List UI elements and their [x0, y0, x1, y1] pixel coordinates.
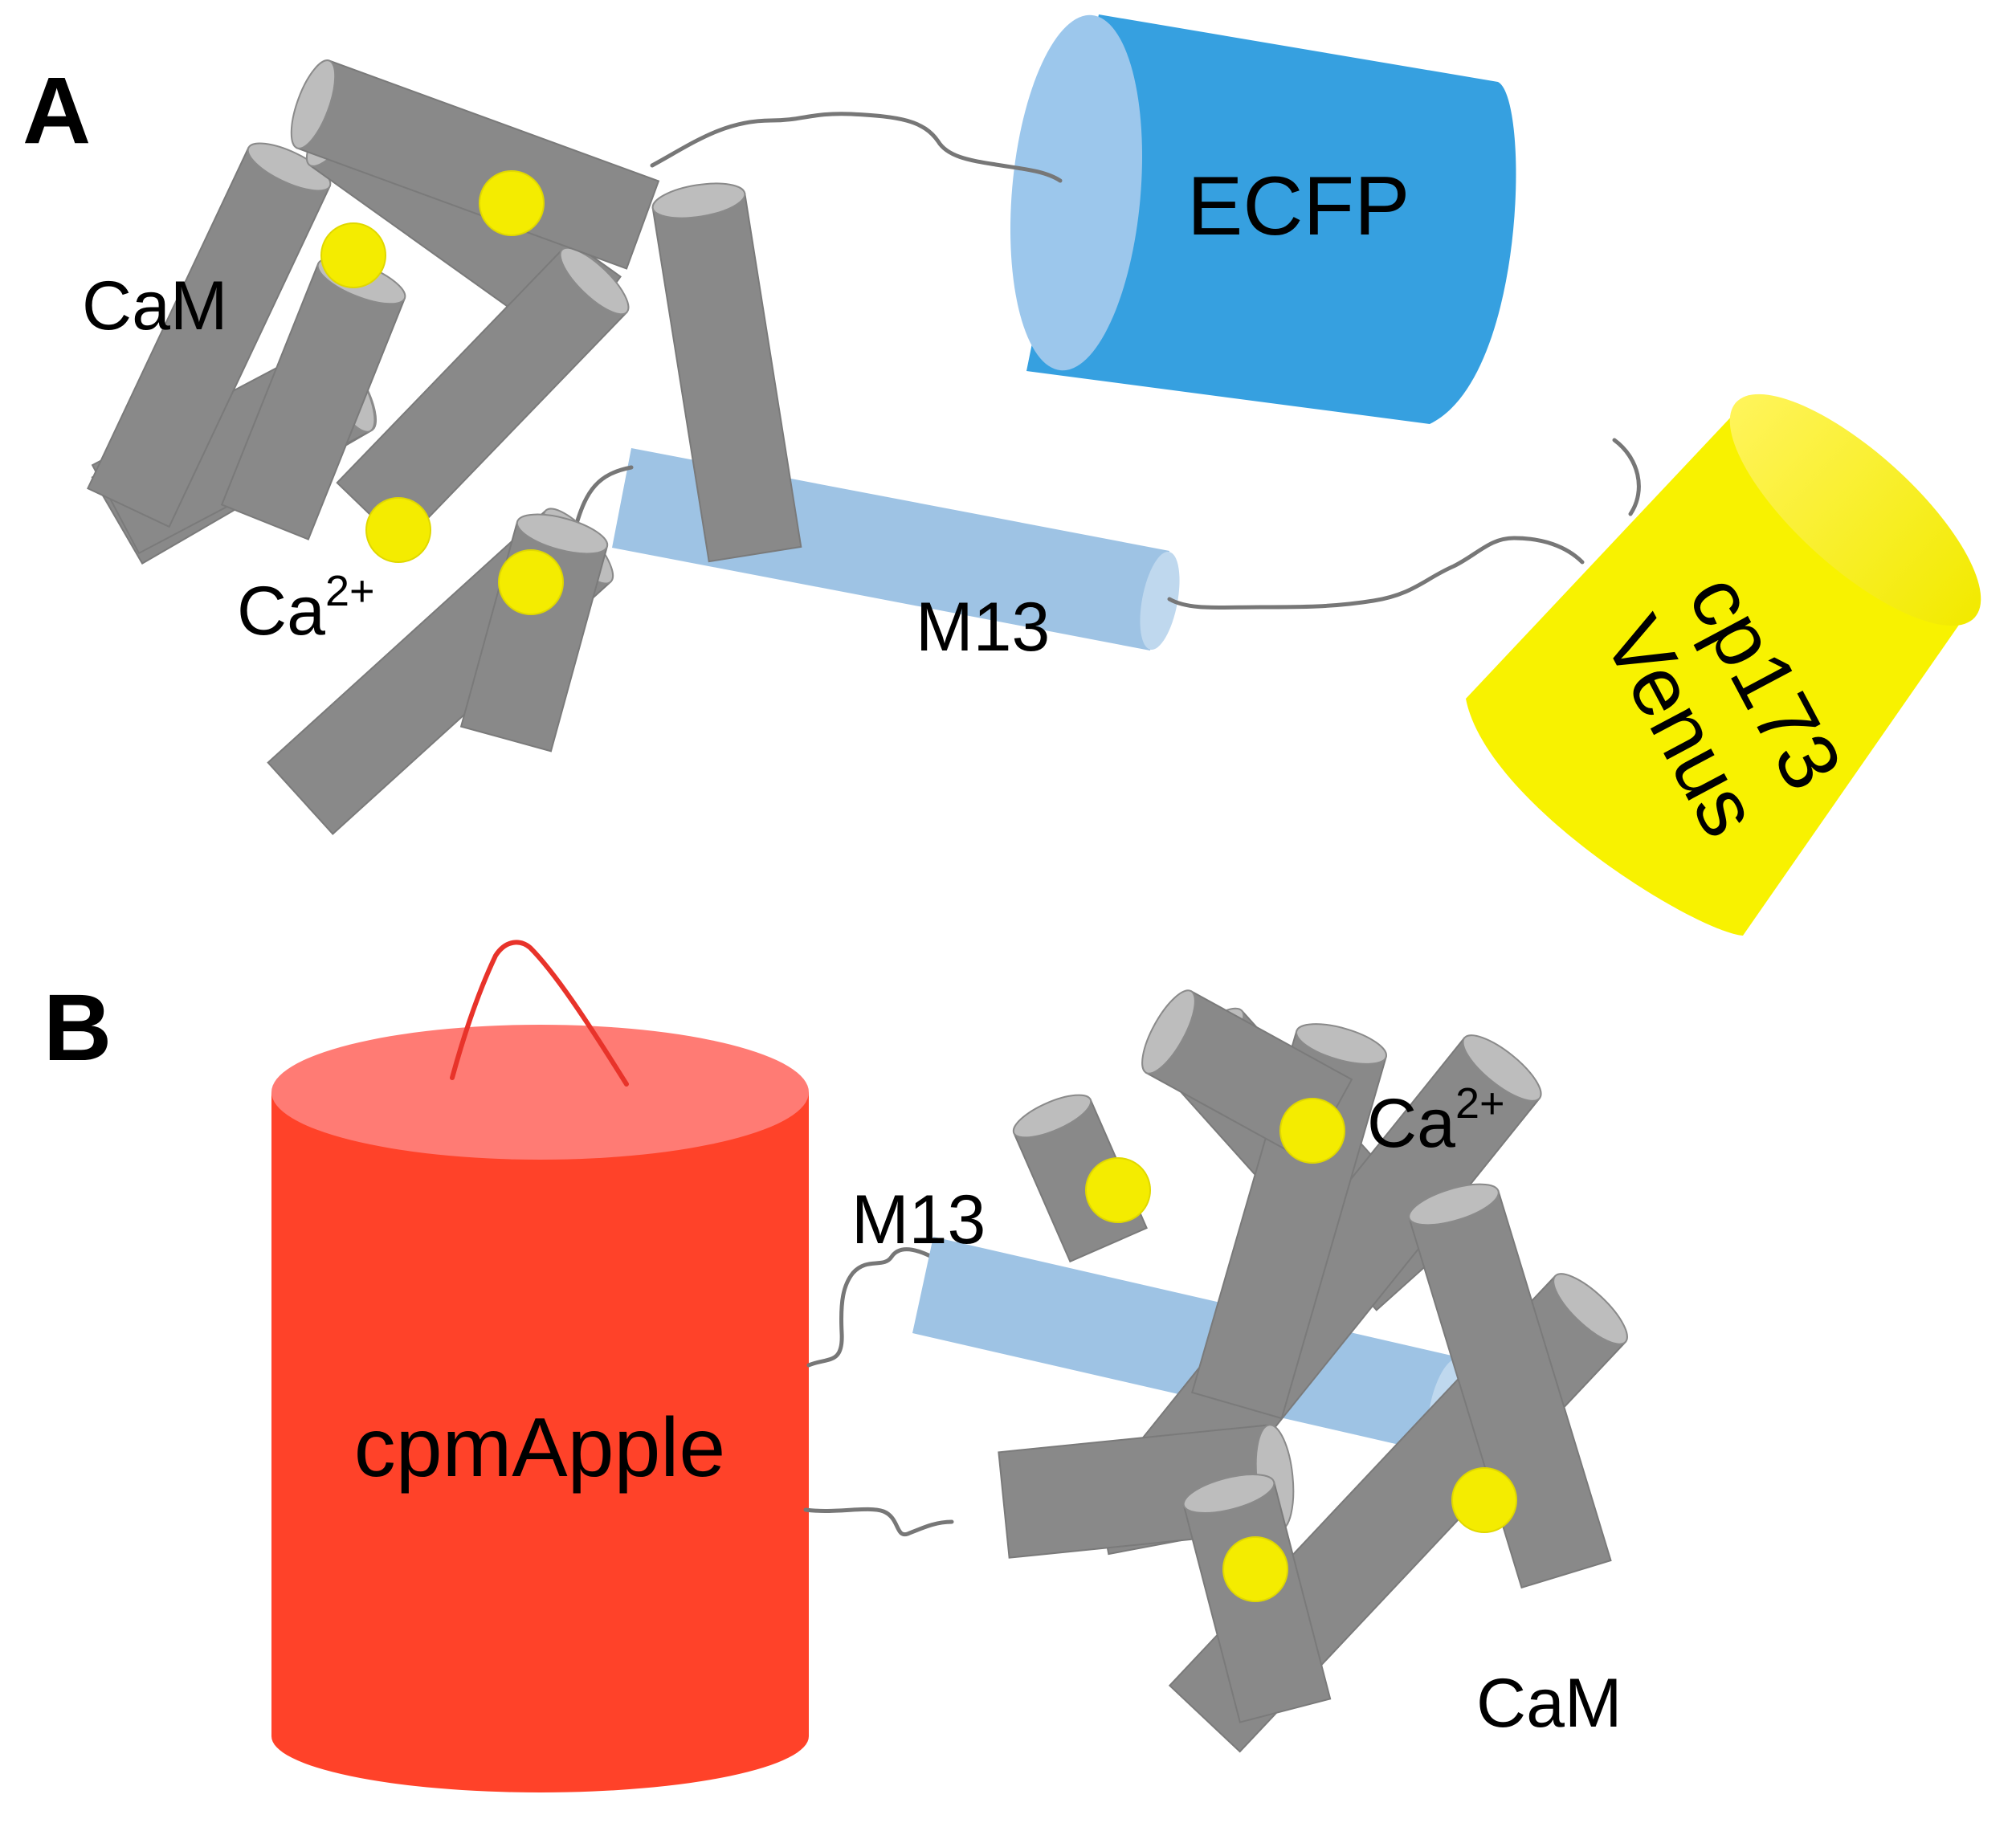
ca-ion-b-4	[1222, 1536, 1288, 1602]
m13-a-cap	[1140, 551, 1180, 650]
ca-b-label: Ca2+	[1367, 1079, 1505, 1162]
cam-a-label: CaM	[82, 267, 228, 345]
cam-a-helix-6-cap	[559, 247, 630, 316]
linker-fp-cam	[803, 1507, 954, 1537]
cam-b-helix-10	[1182, 1473, 1332, 1723]
linker-cam-m13-a	[573, 465, 634, 528]
ecfp-body	[1026, 14, 1516, 424]
ca-a-sup: 2+	[325, 567, 375, 615]
cpmapple-body	[271, 1092, 809, 1792]
cam-a	[87, 59, 802, 835]
panel-a: A ECFP cp173 Venus CaM Ca2+ M	[22, 14, 1981, 936]
cam-a-helix-8-cap	[651, 182, 746, 219]
cam-a-helix-7-cap	[290, 59, 337, 149]
cpmapple-barrel: cpmApple	[271, 940, 809, 1792]
venus-face	[1729, 394, 1981, 626]
m13-a-label: M13	[916, 589, 1050, 666]
ca-ion-b-3	[1451, 1467, 1517, 1533]
venus-barrel: cp173 Venus	[1466, 394, 1981, 936]
ca-a-label: Ca2+	[237, 567, 375, 650]
cam-b-label: CaM	[1476, 1665, 1622, 1742]
cam-b-helix-8-cap	[1408, 1183, 1500, 1226]
ca-b-base: Ca	[1367, 1085, 1455, 1162]
linker-fp-m13	[806, 1247, 934, 1368]
cam-b-helix-6-cap	[1553, 1273, 1628, 1345]
ca-a-base: Ca	[237, 573, 325, 650]
cam-b-helix-5-cap	[1141, 989, 1196, 1075]
ca-ion-a-1	[320, 222, 386, 288]
ca-ion-a-3	[365, 497, 431, 563]
cam-b-helix-8	[1408, 1183, 1612, 1589]
ca-ion-b-1	[1085, 1157, 1151, 1223]
linker-venus-end	[1612, 438, 1641, 516]
ecfp-label: ECFP	[1187, 160, 1410, 253]
panel-b-letter: B	[43, 975, 112, 1081]
cam-a-helix-10-cap	[516, 513, 609, 555]
panel-b: B cpmApple M13 Ca2+ CaM	[43, 940, 1628, 1792]
panel-a-letter: A	[22, 58, 91, 164]
cam-b-helix-10-cap	[1182, 1473, 1275, 1515]
cam-b-helix-3-cap	[1462, 1034, 1542, 1102]
ca-b-sup: 2+	[1455, 1079, 1505, 1128]
ca-ion-a-4	[498, 549, 564, 615]
linker-cam-ecfp	[650, 112, 1063, 183]
ecfp-barrel: ECFP	[1010, 14, 1516, 424]
cam-a-helix-3	[87, 142, 332, 528]
m13-b-label: M13	[851, 1181, 986, 1258]
cam-b	[998, 989, 1628, 1753]
cam-a-helix-10	[459, 513, 609, 752]
cpmapple-label: cpmApple	[354, 1401, 725, 1495]
cam-b-helix-1-cap	[1012, 1094, 1092, 1139]
m13-b-body	[912, 1237, 1459, 1454]
ca-ion-b-2	[1279, 1098, 1345, 1164]
linker-m13-venus	[1167, 536, 1585, 610]
cam-a-helix-8	[651, 182, 802, 563]
cam-a-helix-3-cap	[247, 142, 332, 192]
cpmapple-top	[271, 1025, 809, 1160]
cam-b-helix-4-cap	[1296, 1023, 1387, 1065]
ca-ion-a-2	[479, 170, 545, 236]
ecfp-face	[1010, 14, 1143, 371]
cpmapple-loop	[450, 940, 629, 1087]
